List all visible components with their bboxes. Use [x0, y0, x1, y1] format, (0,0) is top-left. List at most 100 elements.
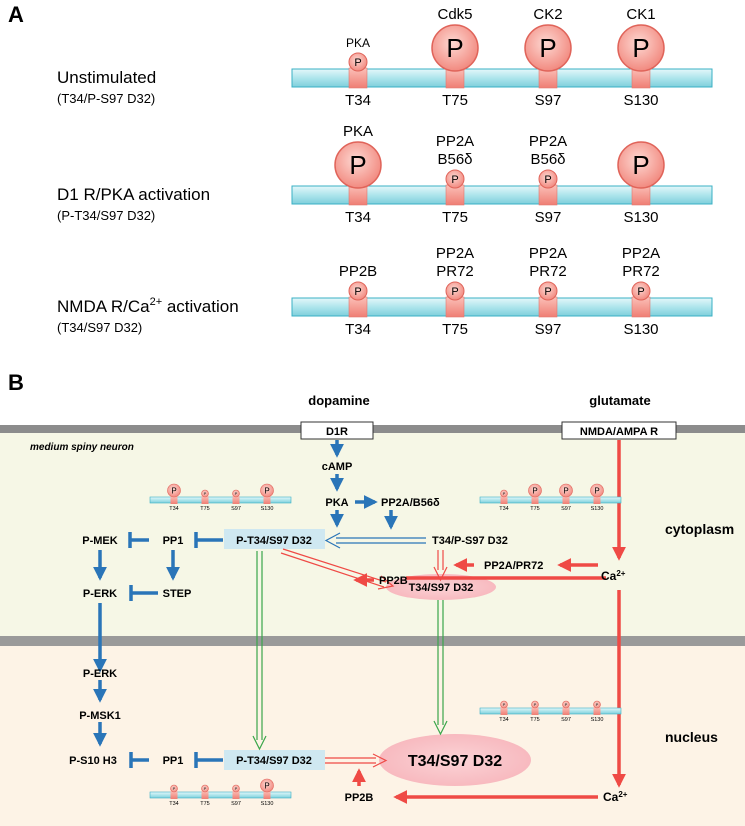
enzyme-label: CK1 [626, 6, 655, 23]
enzyme-label: PP2B [339, 263, 377, 280]
site-label: T34 [345, 321, 371, 338]
mini-site [201, 496, 209, 504]
mini-site [593, 496, 601, 504]
mini-phosphate [170, 784, 178, 793]
enzyme-label: PKA [346, 36, 370, 50]
phosphate-circle [617, 141, 665, 189]
step-node: STEP [163, 588, 192, 600]
mini-p: P [596, 702, 599, 707]
protein-bar [291, 185, 713, 205]
mini-phosphate [500, 489, 508, 498]
enzyme-label: PP2A [436, 133, 474, 150]
t34s97-cyto-node: T34/S97 D32 [409, 582, 474, 594]
mini-site-label: S97 [231, 506, 241, 512]
t34s97-cyto-ellipse [386, 574, 496, 600]
mini-site [531, 496, 539, 504]
mini-phosphate [260, 778, 274, 793]
enzyme-label: PR72 [436, 263, 474, 280]
cytoplasm-region [0, 431, 745, 640]
mini-bar [149, 791, 292, 799]
mini-p: P [594, 487, 599, 496]
phosphate-p: P [451, 286, 458, 298]
mini-phosphate [593, 700, 601, 709]
mini-phosphate [500, 700, 508, 709]
phosphate-circle [538, 281, 558, 301]
panel-b: B dopamine glutamate D1R NMDA/AMPA R med… [0, 370, 745, 826]
mini-site-label: T34 [169, 506, 178, 512]
mini-p: P [264, 487, 269, 496]
pp2a-b56-node: PP2A/B56δ [381, 497, 440, 509]
mini-site [562, 496, 570, 504]
mini-phosphate [590, 483, 604, 498]
phosphate-circle [617, 24, 665, 72]
mini-site [562, 707, 570, 715]
mini-site-label: S130 [261, 506, 274, 512]
nmda-label: NMDA/AMPA R [580, 426, 658, 438]
mini-site-label: S130 [591, 717, 604, 723]
mini-phosphate [260, 483, 274, 498]
mini-p: P [204, 786, 207, 791]
row-sublabel: (T34/P-S97 D32) [57, 91, 155, 106]
site-label: S97 [535, 321, 562, 338]
pt34-cyto-highlight [224, 529, 325, 549]
pt34-nuc-node: P-T34/S97 D32 [236, 755, 312, 767]
pp2a-pr72-node: PP2A/PR72 [484, 560, 543, 572]
mini-site [593, 707, 601, 715]
row-sublabel: (P-T34/S97 D32) [57, 208, 155, 223]
mini-site-label: T75 [530, 717, 539, 723]
mini-phosphate [528, 483, 542, 498]
site-t34: P T34 PP2B [339, 263, 377, 338]
phosphate-p: P [632, 33, 649, 63]
mini-bar [479, 707, 622, 715]
enzyme-label: B56δ [437, 151, 472, 168]
protein-bar [291, 297, 713, 317]
panel-a-label: A [8, 2, 24, 27]
phosphate-circle [431, 24, 479, 72]
mini-p: P [565, 702, 568, 707]
phosphate-p: P [539, 33, 556, 63]
d1r-label: D1R [326, 426, 348, 438]
pp1-cyto-node: PP1 [163, 535, 184, 547]
enzyme-label: Cdk5 [437, 6, 472, 23]
mini-phosphate [531, 700, 539, 709]
hollow-green-arrows [252, 551, 448, 751]
mini-bar [479, 496, 622, 504]
row-label: NMDA R/Ca2+ activation [57, 296, 239, 316]
enzyme-label: PP2A [529, 133, 567, 150]
phosphate-p: P [354, 286, 361, 298]
mini-site-label: S130 [261, 801, 274, 807]
site-label: T75 [442, 209, 468, 226]
enzyme-label: PR72 [622, 263, 660, 280]
mini-p: P [503, 491, 506, 496]
site-label: S130 [623, 209, 658, 226]
site-label: T34 [345, 209, 371, 226]
ca-nuc-node: Ca2+ [603, 790, 628, 805]
site-label: T75 [442, 92, 468, 109]
mini-p: P [563, 487, 568, 496]
phosphate-p: P [544, 286, 551, 298]
site-label: S130 [623, 321, 658, 338]
mini-p: P [173, 786, 176, 791]
nuclear-membrane [0, 636, 745, 646]
camp-node: cAMP [322, 461, 353, 473]
phosphate-circle [538, 169, 558, 189]
mini-site [263, 791, 271, 799]
hollow-red-arrows [280, 548, 448, 768]
mini-site [232, 791, 240, 799]
mini-p: P [264, 782, 269, 791]
mini-phosphate [559, 483, 573, 498]
perk-nuc-node: P-ERK [83, 668, 117, 680]
t34s97-nuc-ellipse [379, 734, 531, 786]
blue-inhibition-lines [128, 532, 223, 768]
mini-site-label: T75 [200, 506, 209, 512]
mini-site-label: T34 [499, 506, 508, 512]
enzyme-label: B56δ [530, 151, 565, 168]
mini-phosphate [201, 489, 209, 498]
